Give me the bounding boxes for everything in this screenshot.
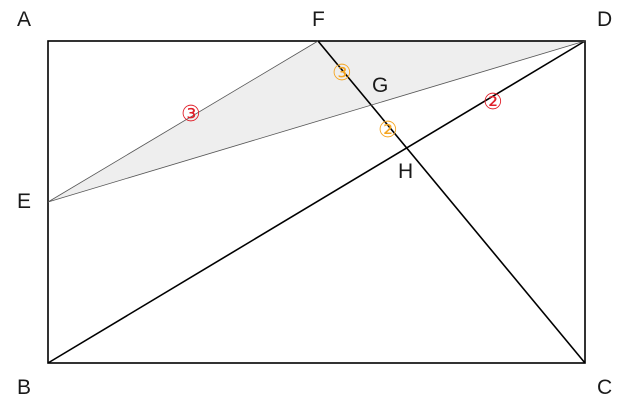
ratio-marker-hd: ② bbox=[483, 90, 503, 115]
vertex-label-d: D bbox=[597, 8, 612, 31]
vertex-label-e: E bbox=[17, 190, 31, 213]
vertex-label-f: F bbox=[312, 8, 325, 31]
ratio-marker-ef: ③ bbox=[181, 102, 201, 127]
segment-fc bbox=[317, 40, 586, 364]
vertex-label-g: G bbox=[372, 74, 388, 97]
ratio-marker-gh: ② bbox=[378, 118, 398, 143]
vertex-label-h: H bbox=[398, 160, 413, 183]
vertex-label-b: B bbox=[17, 376, 31, 399]
ratio-marker-fg: ③ bbox=[332, 61, 352, 86]
segment-ed bbox=[47, 40, 586, 203]
segment-bd bbox=[47, 40, 586, 364]
vertex-label-a: A bbox=[17, 8, 31, 31]
vertex-label-c: C bbox=[597, 376, 612, 399]
segment-ef bbox=[47, 40, 319, 203]
